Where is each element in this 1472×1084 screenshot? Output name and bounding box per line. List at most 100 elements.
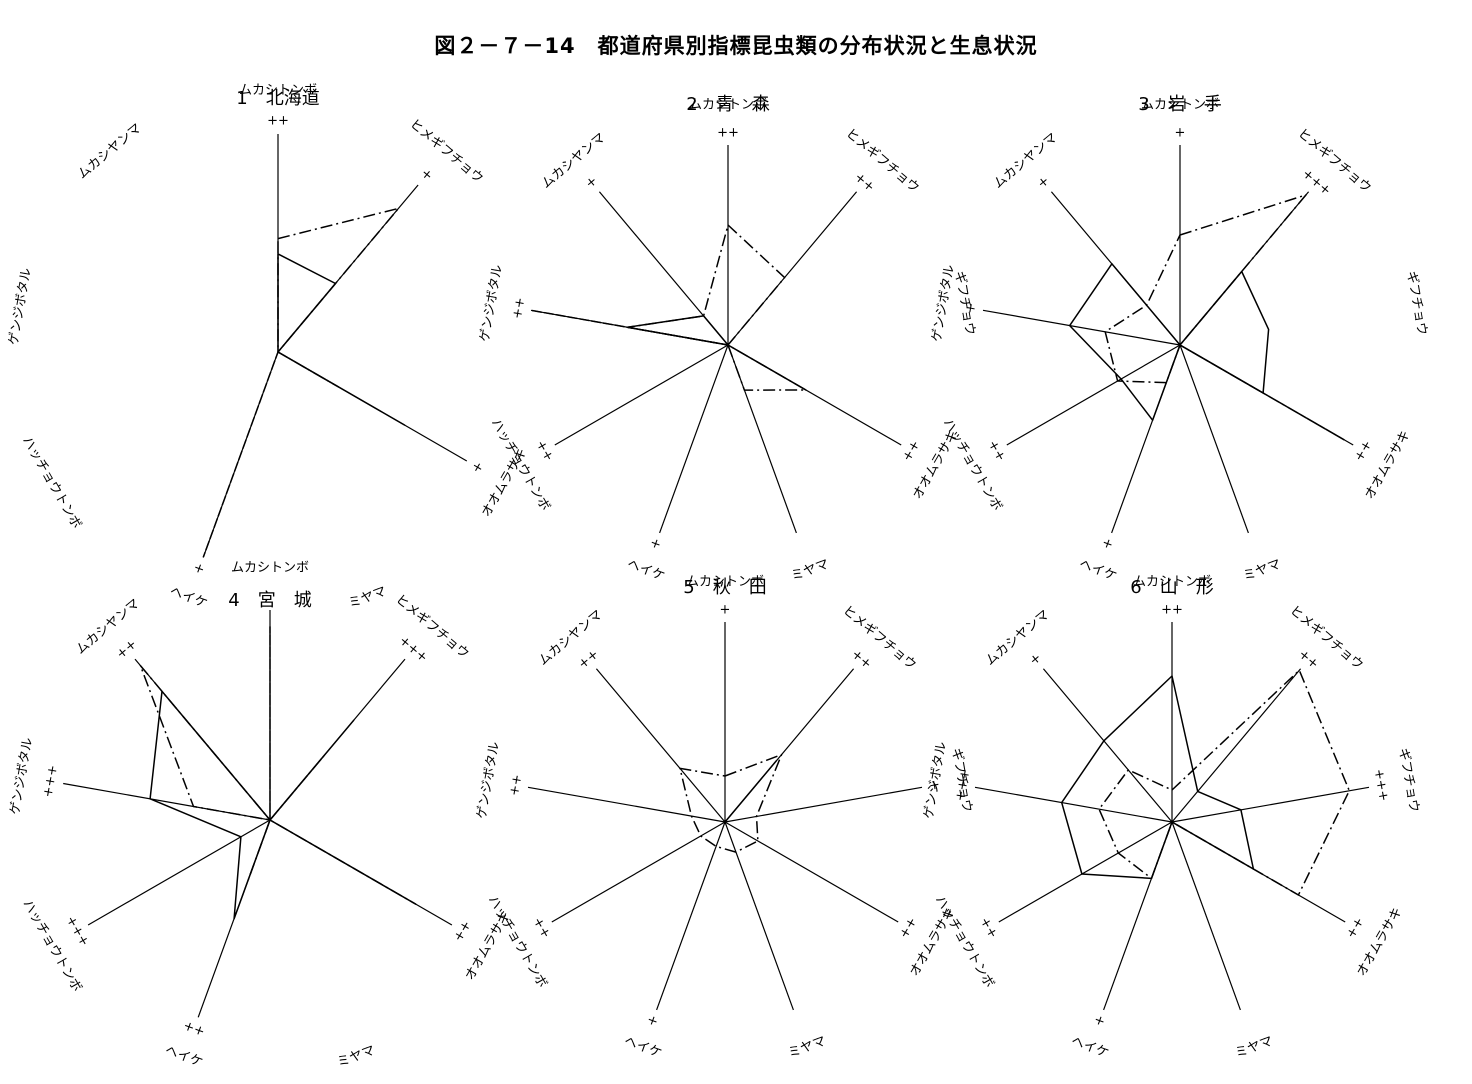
axis-line (982, 309, 1181, 346)
chart-title: 1 北海道 (236, 88, 319, 109)
axis-mark: ++ (1295, 647, 1321, 673)
axis-mark: ++ (507, 773, 526, 797)
axis-mark: +++ (63, 913, 92, 949)
axis-mark: ++ (848, 647, 874, 673)
axis-mark: + (1027, 650, 1045, 669)
axis-label: ミヤマ (347, 584, 389, 611)
axis-line (1171, 786, 1370, 823)
figure-title: 図２－７－14 都道府県別指標昆虫類の分布状況と生息状況 (434, 34, 1038, 58)
axis-mark: + (963, 302, 980, 315)
axis-line (554, 344, 729, 446)
axis-mark: ++ (114, 637, 140, 663)
axis-label: ミヤマ (786, 1034, 828, 1061)
axis-line (998, 821, 1173, 923)
axis-mark: + (583, 173, 601, 192)
axis-label: ヒメギフチョウ (840, 603, 919, 673)
axis-mark: ++ (851, 170, 877, 196)
axis-mark: + (720, 603, 731, 618)
axis-mark: + (1092, 1012, 1107, 1030)
radar-chart-4: 4 宮 城ムカシトンボ+++ヒメギフチョウ++オオムラサキミヤマ++ヘイケ+++… (8, 561, 514, 1071)
axis-line (724, 821, 899, 923)
axis-label: ヘイケ (622, 1034, 664, 1061)
axis-line (1179, 344, 1249, 534)
series-polygon-dashdot (277, 207, 400, 388)
axis-label: ムカシトンボ (239, 83, 317, 98)
radar-chart-3: 3 岩 手+ムカシトンボ+++ヒメギフチョウギフチョウ++オオムラサキミヤマ+ヘ… (929, 94, 1429, 584)
series-polygon-solid (1068, 263, 1270, 421)
axis-mark: ++ (897, 915, 921, 941)
axis-line (724, 821, 794, 1011)
axis-line (551, 821, 726, 923)
axis-line (595, 668, 726, 823)
axis-label: ゲンジボタル (929, 264, 957, 343)
axis-label: ムカシトンボ (1133, 575, 1211, 590)
axis-label: ゲンジボタル (6, 267, 34, 346)
axis-label: ゲンジボタル (477, 264, 505, 343)
axis-mark: ++ (900, 438, 924, 464)
series-polygon-solid (277, 253, 406, 426)
axis-label: ヘイケ (625, 557, 667, 584)
axis-mark: +++ (953, 768, 973, 803)
axis-mark: ++ (451, 918, 475, 944)
series-polygon-dashed (530, 309, 729, 346)
axis-mark: + (1100, 535, 1115, 553)
axis-mark: ++ (984, 438, 1008, 464)
axis-mark: ++ (181, 1018, 207, 1040)
chart-title: 5 秋 田 (683, 577, 766, 598)
axis-mark: + (645, 1012, 660, 1030)
axis-mark: + (469, 459, 487, 476)
axis-label: ミヤマ (1241, 557, 1283, 584)
chart-title: 2 青 森 (686, 94, 769, 115)
series-polygon-dashed (202, 351, 279, 558)
axis-label: ムカシトンボ (1141, 98, 1219, 113)
axis-mark: +++ (1371, 768, 1391, 803)
axis-mark: + (1175, 126, 1186, 141)
axis-label: ミヤマ (335, 1043, 377, 1070)
axis-label: ミヤマ (1233, 1034, 1275, 1061)
axis-label: ヘイケ (1077, 557, 1119, 584)
axis-label: ハッチョウトンボ (19, 434, 84, 532)
chart-title: 6 山 形 (1130, 577, 1213, 598)
axis-mark: ++ (576, 647, 602, 673)
axis-label: ムカシトンボ (686, 575, 764, 590)
axis-label: ギフチョウ (1403, 270, 1429, 337)
axis-label: ハッチョウトンボ (19, 897, 84, 995)
axis-mark: ++ (529, 915, 553, 941)
axis-label: ヒメギフチョウ (1295, 126, 1374, 196)
axis-mark: ++ (717, 126, 739, 141)
axis-line (656, 821, 726, 1011)
axis-line (724, 786, 923, 823)
axis-mark: ++ (532, 438, 556, 464)
axis-line (974, 786, 1173, 823)
axis-mark: +++ (396, 633, 431, 666)
axis-mark: +++ (41, 764, 61, 799)
chart-title: 3 岩 手 (1138, 94, 1221, 115)
series-polygon-solid (724, 759, 778, 823)
axis-mark: +++ (1299, 166, 1334, 199)
axis-label: ムカシトンボ (689, 98, 767, 113)
axis-label: ヒメギフチョウ (843, 126, 922, 196)
radar-chart-1: 1 北海道++ムカシトンボ+ヒメギフチョウ+オオムラサキミヤマ+ヘイケハッチョウ… (6, 83, 530, 612)
axis-mark: ++ (1344, 915, 1368, 941)
radar-chart-2: 2 青 森++ムカシトンボ++ヒメギフチョウギフチョウ++オオムラサキミヤマ+ヘ… (477, 94, 977, 584)
axis-mark: + (925, 779, 942, 792)
axis-label: ハッチョウトンボ (940, 416, 1005, 514)
axis-mark: + (418, 166, 436, 185)
axis-mark: ++ (267, 113, 289, 128)
axis-mark: + (191, 560, 206, 578)
axis-label: オオムラサキ (1354, 905, 1405, 979)
axis-line (1042, 668, 1173, 823)
series-polygon-dashdot (1104, 194, 1346, 441)
axis-line (727, 191, 858, 346)
series-polygon-dashdot (1098, 669, 1351, 896)
axis-mark: + (648, 535, 663, 553)
axis-label: ヘイケ (168, 584, 210, 611)
radar-chart-5: 5 秋 田+ムカシトンボ++ヒメギフチョウ+ギフチョウ++オオムラサキミヤマ+ヘ… (474, 575, 974, 1062)
chart-title: 4 宮 城 (228, 590, 311, 611)
axis-label: ゲンジボタル (8, 736, 36, 815)
axis-label: ムカシヤンマ (75, 121, 144, 183)
series-polygon-dashdot (626, 224, 807, 391)
axis-line (87, 819, 271, 926)
axis-label: ムカシトンボ (231, 561, 309, 576)
